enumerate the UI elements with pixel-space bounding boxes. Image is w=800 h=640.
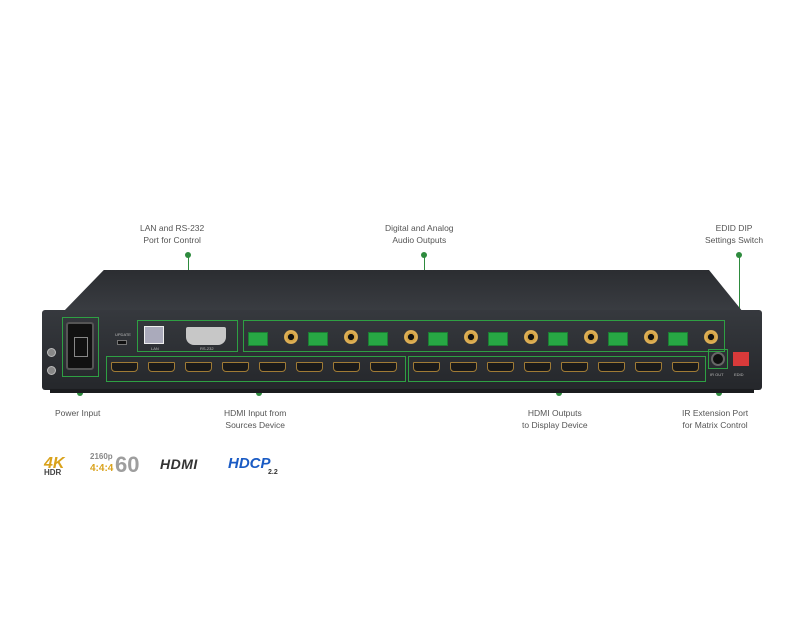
ir-out-label: IR OUT [710,372,724,377]
device-rear-panel [42,310,762,390]
logo-hdcp: HDCP [228,455,271,472]
logo-hdcp-version: 2.2 [268,469,278,476]
edid-label: EDID [734,372,744,377]
logo-hdmi: HDMI [160,456,198,472]
hdmi-input-port [296,362,323,372]
hdmi-output-port [672,362,699,372]
digital-audio-port [284,330,298,344]
analog-audio-port [488,332,508,346]
update-label: UPDATE [115,332,131,337]
ground-screw-icon [47,348,56,357]
hdmi-input-port [370,362,397,372]
callout-line: EDID DIP [715,223,753,233]
edid-dip-switch [733,352,749,366]
analog-audio-port [428,332,448,346]
device-base [50,389,754,393]
logo-444: 4:4:4 [90,463,114,474]
rs232-label: RS-232 [200,346,214,351]
hdmi-output-port [487,362,514,372]
callout-line: LAN and RS-232 [140,223,205,233]
callout-line: Sources Device [225,420,285,430]
analog-audio-port [308,332,328,346]
hdmi-output-port [413,362,440,372]
hdmi-output-port [635,362,662,372]
digital-audio-port [464,330,478,344]
hdmi-input-port [148,362,175,372]
callout-hdmi-out: HDMI Outputs to Display Device [522,407,588,431]
hdmi-input-port [111,362,138,372]
usb-update-port [117,340,127,345]
digital-audio-port [524,330,538,344]
callout-line: Audio Outputs [392,235,447,245]
digital-audio-port [704,330,718,344]
logo-2160p: 2160p [90,452,113,461]
lan-label: LAN [151,346,159,351]
logo-hdr: HDR [44,468,62,477]
callout-edid: EDID DIP Settings Switch [705,222,763,246]
callout-line: Power Input [55,408,101,418]
callout-line: Settings Switch [705,235,764,245]
callout-audio: Digital and Analog Audio Outputs [385,222,454,246]
digital-audio-port [404,330,418,344]
analog-audio-port [548,332,568,346]
hdmi-output-port [450,362,477,372]
callout-line: HDMI Outputs [527,408,582,418]
hdmi-input-port [222,362,249,372]
hdmi-output-port [561,362,588,372]
callout-line: IR Extension Port [682,408,749,418]
analog-audio-port [668,332,688,346]
callout-line: HDMI Input from [224,408,287,418]
ground-screw-icon [47,366,56,375]
analog-audio-port [608,332,628,346]
analog-audio-port [248,332,268,346]
callout-lan-rs232: LAN and RS-232 Port for Control [140,222,204,246]
ir-out-port [711,352,725,366]
leader-dot [77,390,83,396]
hdmi-output-port [524,362,551,372]
hdmi-input-port [333,362,360,372]
callout-power: Power Input [55,407,100,419]
callout-line: for Matrix Control [682,420,748,430]
digital-audio-port [344,330,358,344]
rs232-port [186,327,226,345]
digital-audio-port [644,330,658,344]
hdmi-output-port [598,362,625,372]
lan-port [144,326,164,344]
hdmi-output-frame [408,356,706,382]
logo-60: 60 [115,452,140,477]
device-top-panel [63,270,743,312]
leader-dot [256,390,262,396]
hdmi-input-frame [106,356,406,382]
leader-dot [716,390,722,396]
callout-hdmi-in: HDMI Input from Sources Device [224,407,286,431]
analog-audio-port [368,332,388,346]
power-socket [66,322,94,370]
hdmi-input-port [259,362,286,372]
leader-line [739,255,740,347]
hdmi-input-port [185,362,212,372]
power-input-frame [62,317,99,377]
ir-frame [708,349,728,369]
leader-dot [556,390,562,396]
callout-line: to Display Device [522,420,588,430]
callout-line: Port for Control [143,235,201,245]
callout-ir: IR Extension Port for Matrix Control [682,407,748,431]
digital-audio-port [584,330,598,344]
audio-output-frame [243,320,725,352]
callout-line: Digital and Analog [385,223,454,233]
lan-rs232-frame [137,320,238,352]
logo-4k: 4K [44,455,65,472]
